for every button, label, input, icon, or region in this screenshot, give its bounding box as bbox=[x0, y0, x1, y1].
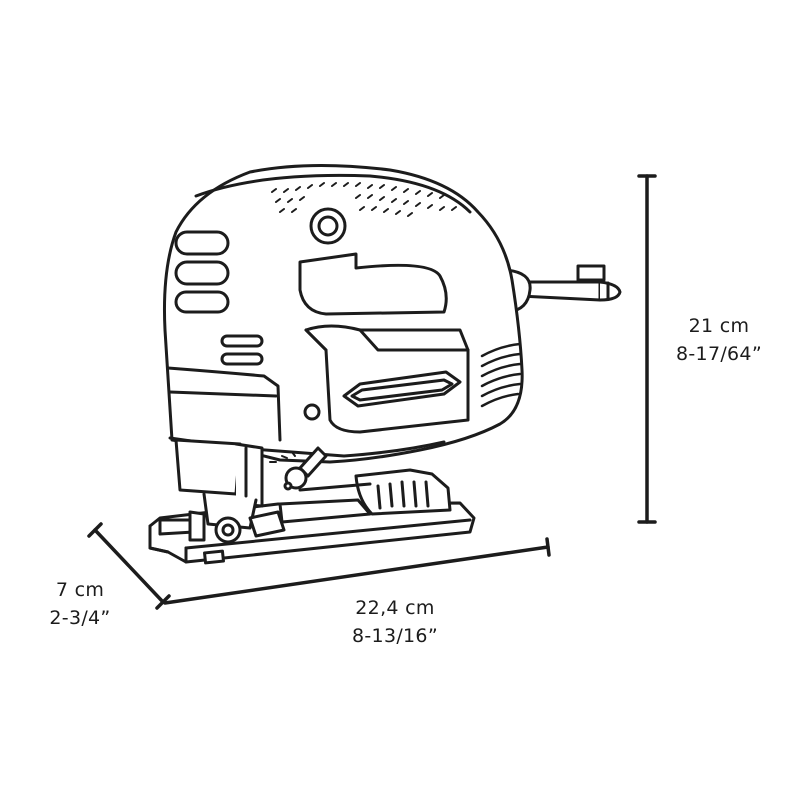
grip-texture bbox=[271, 182, 457, 217]
length-imperial: 8-13/16” bbox=[352, 625, 438, 647]
width-label: 7 cm 2-3/4” bbox=[30, 576, 130, 632]
blade-guide bbox=[174, 438, 328, 544]
side-slots bbox=[220, 334, 264, 366]
height-dimension-line bbox=[637, 174, 657, 524]
rear-vents bbox=[480, 342, 522, 408]
height-label: 21 cm 8-17/64” bbox=[664, 312, 774, 368]
front-vents bbox=[174, 230, 230, 314]
base-housing bbox=[278, 468, 452, 524]
length-label: 22,4 cm 8-13/16” bbox=[330, 594, 460, 650]
height-metric: 21 cm bbox=[688, 315, 750, 337]
width-dimension-line bbox=[87, 522, 171, 610]
screw bbox=[303, 403, 321, 421]
jigsaw-illustration bbox=[148, 163, 622, 565]
length-dimension-line bbox=[163, 537, 551, 605]
power-cord bbox=[503, 264, 622, 314]
width-imperial: 2-3/4” bbox=[49, 607, 111, 629]
width-metric: 7 cm bbox=[55, 579, 105, 601]
length-metric: 22,4 cm bbox=[355, 597, 435, 619]
height-imperial: 8-17/64” bbox=[676, 343, 762, 365]
main-housing bbox=[162, 163, 524, 464]
